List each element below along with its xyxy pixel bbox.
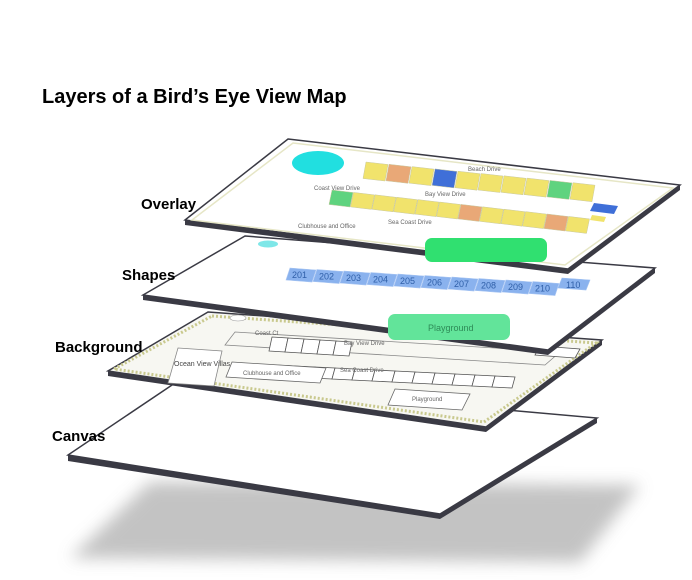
shape-unit xyxy=(420,275,452,290)
overlay-unit xyxy=(522,211,547,229)
layer-label-overlay: Overlay xyxy=(141,196,197,213)
overlay-unit xyxy=(543,213,569,232)
overlay-unit xyxy=(500,175,527,196)
bg-road-middle-label: Bay View Drive xyxy=(344,341,385,347)
shape-unit-label: 203 xyxy=(346,273,361,283)
overlay-unit xyxy=(393,196,418,215)
overlay-unit xyxy=(436,201,461,220)
overlay-unit xyxy=(477,173,504,193)
shape-unit xyxy=(528,281,560,296)
overlay-unit xyxy=(500,208,526,227)
shape-unit xyxy=(474,278,506,293)
overlay-unit xyxy=(457,204,483,222)
overlay-unit xyxy=(546,180,573,200)
overlay-unit xyxy=(523,177,550,198)
overlay-unit xyxy=(565,216,590,234)
overlay-unit xyxy=(569,182,596,202)
overlay-clubhouse-label: Clubhouse and Office xyxy=(298,224,356,230)
overlay-unit xyxy=(371,194,397,213)
shape-unit-label: 208 xyxy=(481,281,496,291)
bg-logo-text: Ocean View Villas xyxy=(174,361,231,368)
shape-extra-unit: 110 xyxy=(566,280,580,290)
overlay-unit xyxy=(385,164,412,184)
shape-unit xyxy=(285,267,317,283)
shape-unit-label: 204 xyxy=(373,275,388,285)
shape-unit xyxy=(339,270,371,286)
overlay-road-top-label: Beach Drive xyxy=(468,167,501,173)
shape-playground-label: Playground xyxy=(428,323,474,333)
shape-unit xyxy=(501,279,533,295)
overlay-road-lower-label: Sea Coast Drive xyxy=(388,220,432,226)
layer-label-shapes: Shapes xyxy=(122,267,176,284)
page-title: Layers of a Bird’s Eye View Map xyxy=(42,86,347,108)
layer-label-canvas: Canvas xyxy=(52,428,106,445)
shape-unit xyxy=(393,273,425,289)
shape-unit-label: 209 xyxy=(508,282,523,292)
layer-label-background: Background xyxy=(55,339,143,356)
shape-unit-label: 201 xyxy=(292,270,307,280)
bg-corner-label: Coast Ct xyxy=(255,331,279,337)
shape-unit-label: 205 xyxy=(400,276,415,286)
overlay-unit xyxy=(408,166,435,186)
shape-unit-label: 210 xyxy=(535,284,550,294)
shape-unit-label: 207 xyxy=(454,279,469,289)
overlay-unit xyxy=(362,161,389,182)
overlay-unit xyxy=(414,199,440,217)
bg-clubhouse-label: Clubhouse and Office xyxy=(243,371,301,377)
ground-shadow xyxy=(70,482,640,562)
overlay-layer: Beach Drive Bay View Drive Sea Coast Dri… xyxy=(183,138,682,274)
overlay-sidebar-label: Coast View Drive xyxy=(314,186,361,192)
overlay-unit xyxy=(350,192,375,210)
shape-unit-label: 202 xyxy=(319,272,334,282)
overlay-unit xyxy=(431,168,458,189)
bg-playground-label: Playground xyxy=(412,397,442,403)
shape-unit xyxy=(366,272,398,287)
overlay-unit xyxy=(479,206,504,225)
bg-road-lower-label: Sea Coast Drive xyxy=(340,368,384,374)
shape-unit xyxy=(447,276,479,292)
overlay-unit xyxy=(454,170,481,191)
overlay-unit xyxy=(328,189,354,208)
shape-unit-label: 206 xyxy=(427,278,442,288)
overlay-road-middle-label: Bay View Drive xyxy=(425,192,466,198)
shape-unit xyxy=(312,269,344,284)
